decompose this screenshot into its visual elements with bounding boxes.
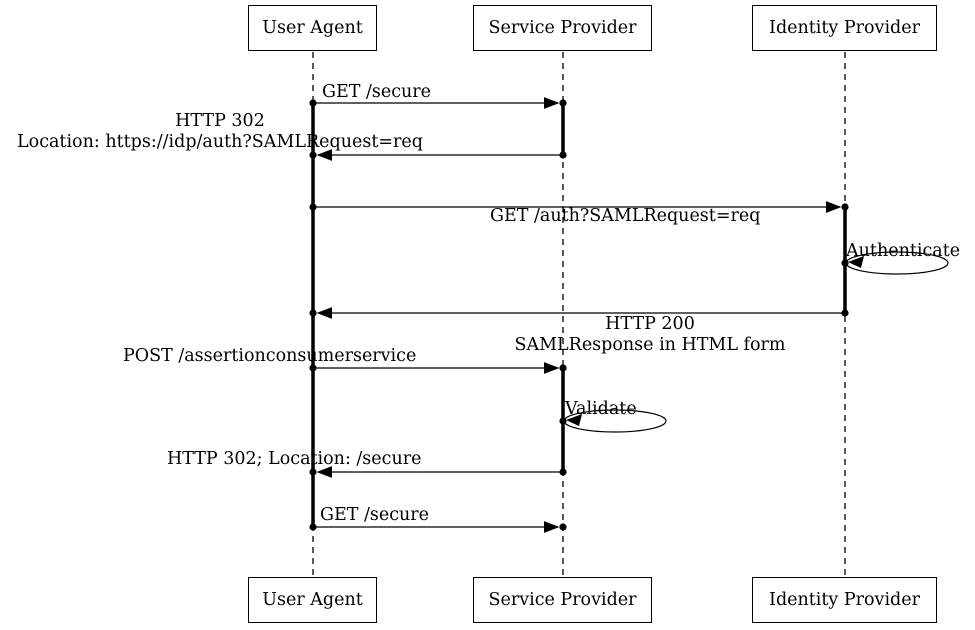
actor-label: Service Provider xyxy=(488,590,637,610)
actor-box-user-agent-bottom: User Agent xyxy=(248,577,377,623)
message-line: Location: https://idp/auth?SAMLRequest=r… xyxy=(17,132,423,152)
actor-label: User Agent xyxy=(262,18,363,38)
message-label-get-auth-samlrequest: GET /auth?SAMLRequest=req xyxy=(490,206,761,226)
actor-label: Service Provider xyxy=(488,18,637,38)
message-label-get-secure-2: GET /secure xyxy=(320,505,430,525)
actor-box-identity-provider-bottom: Identity Provider xyxy=(752,577,937,623)
message-label-get-secure-1: GET /secure xyxy=(322,82,432,102)
actor-label: Identity Provider xyxy=(769,590,920,610)
message-label-post-assertionconsumerservice: POST /assertionconsumerservice xyxy=(123,346,417,366)
message-label-http-302-location-secure: HTTP 302; Location: /secure xyxy=(167,449,422,469)
message-line: SAMLResponse in HTML form xyxy=(514,335,786,355)
message-label-authenticate: Authenticate xyxy=(846,241,961,261)
message-label-http-200-samlresponse: HTTP 200 SAMLResponse in HTML form xyxy=(505,314,795,356)
actor-label: Identity Provider xyxy=(769,18,920,38)
actor-box-service-provider-bottom: Service Provider xyxy=(473,577,652,623)
actor-box-user-agent-top: User Agent xyxy=(248,5,377,51)
message-endpoint-dots xyxy=(309,99,849,531)
message-label-validate: Validate xyxy=(565,399,637,419)
message-line: HTTP 200 xyxy=(605,314,695,334)
actor-box-service-provider-top: Service Provider xyxy=(473,5,652,51)
message-line: HTTP 302 xyxy=(175,111,265,131)
actor-label: User Agent xyxy=(262,590,363,610)
actor-box-identity-provider-top: Identity Provider xyxy=(752,5,937,51)
message-label-http-302-location-idp: HTTP 302 Location: https://idp/auth?SAML… xyxy=(3,111,437,153)
